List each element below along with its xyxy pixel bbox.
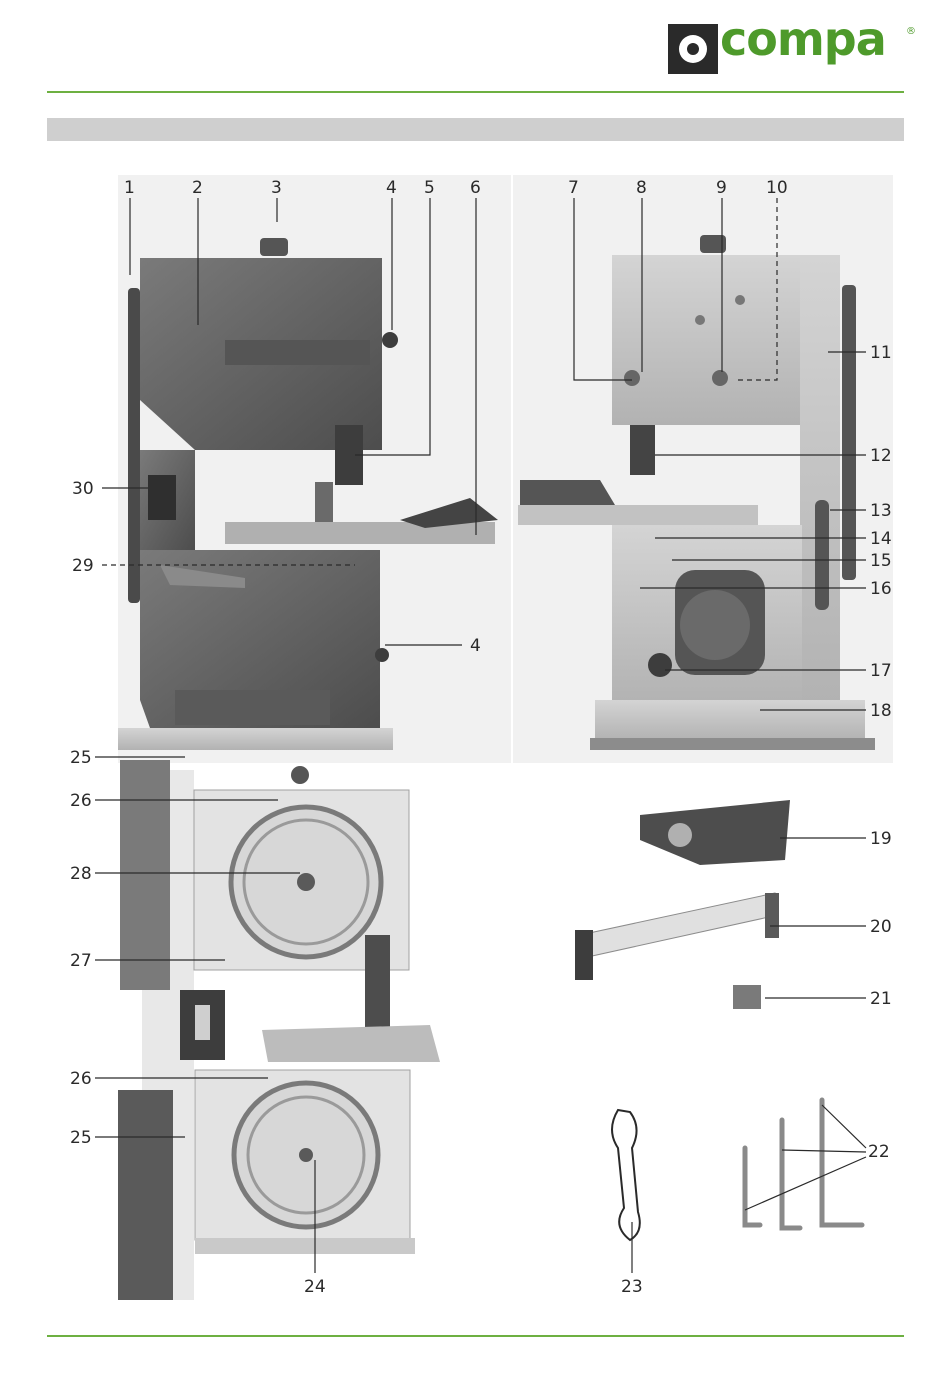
bandsaw-open-view <box>118 760 440 1300</box>
callout-12: 12 <box>870 446 892 466</box>
callout-25a: 25 <box>70 748 92 768</box>
callout-10: 10 <box>766 178 788 198</box>
insert-plate <box>733 985 761 1009</box>
callout-18: 18 <box>870 701 892 721</box>
callout-5: 5 <box>424 178 435 198</box>
callout-3: 3 <box>271 178 282 198</box>
callout-17: 17 <box>870 661 892 681</box>
callout-19: 19 <box>870 829 892 849</box>
callout-20: 20 <box>870 917 892 937</box>
callout-23: 23 <box>621 1277 643 1297</box>
callout-29: 29 <box>72 556 94 576</box>
callout-8: 8 <box>636 178 647 198</box>
wrench <box>612 1110 640 1240</box>
callout-6: 6 <box>470 178 481 198</box>
callout-30: 30 <box>72 479 94 499</box>
mitre-gauge <box>640 800 790 865</box>
callout-25b: 25 <box>70 1128 92 1148</box>
callout-16: 16 <box>870 579 892 599</box>
allen-keys <box>745 1100 862 1228</box>
callout-27: 27 <box>70 951 92 971</box>
callout-4a: 4 <box>386 178 397 198</box>
callout-28: 28 <box>70 864 92 884</box>
callout-15: 15 <box>870 551 892 571</box>
callout-9: 9 <box>716 178 727 198</box>
callout-11: 11 <box>870 343 892 363</box>
rip-fence <box>575 893 779 980</box>
callout-4b: 4 <box>470 636 481 656</box>
callout-26a: 26 <box>70 791 92 811</box>
callout-14: 14 <box>870 529 892 549</box>
callout-21: 21 <box>870 989 892 1009</box>
callout-1: 1 <box>124 178 135 198</box>
callout-22: 22 <box>868 1142 890 1162</box>
callout-7: 7 <box>568 178 579 198</box>
callout-2: 2 <box>192 178 203 198</box>
callout-13: 13 <box>870 501 892 521</box>
callout-26b: 26 <box>70 1069 92 1089</box>
callout-24: 24 <box>304 1277 326 1297</box>
